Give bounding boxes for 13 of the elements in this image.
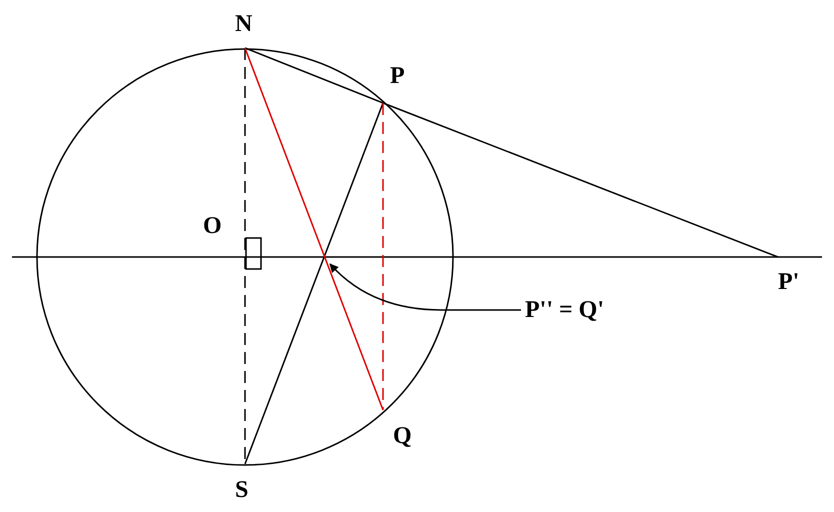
point-label: Q bbox=[393, 424, 412, 448]
line-segment bbox=[244, 47, 384, 104]
point-label: S bbox=[235, 478, 248, 502]
line-segment bbox=[382, 103, 384, 410]
point-label: N bbox=[235, 12, 252, 36]
point-label: O bbox=[203, 214, 222, 238]
point-label: P'' = Q' bbox=[525, 298, 604, 322]
line-segment bbox=[382, 102, 778, 258]
line-segment bbox=[244, 102, 384, 464]
point-label: P' bbox=[778, 270, 800, 294]
line-segment bbox=[244, 48, 384, 410]
point-label: P bbox=[390, 64, 405, 88]
leader-line bbox=[329, 263, 521, 311]
